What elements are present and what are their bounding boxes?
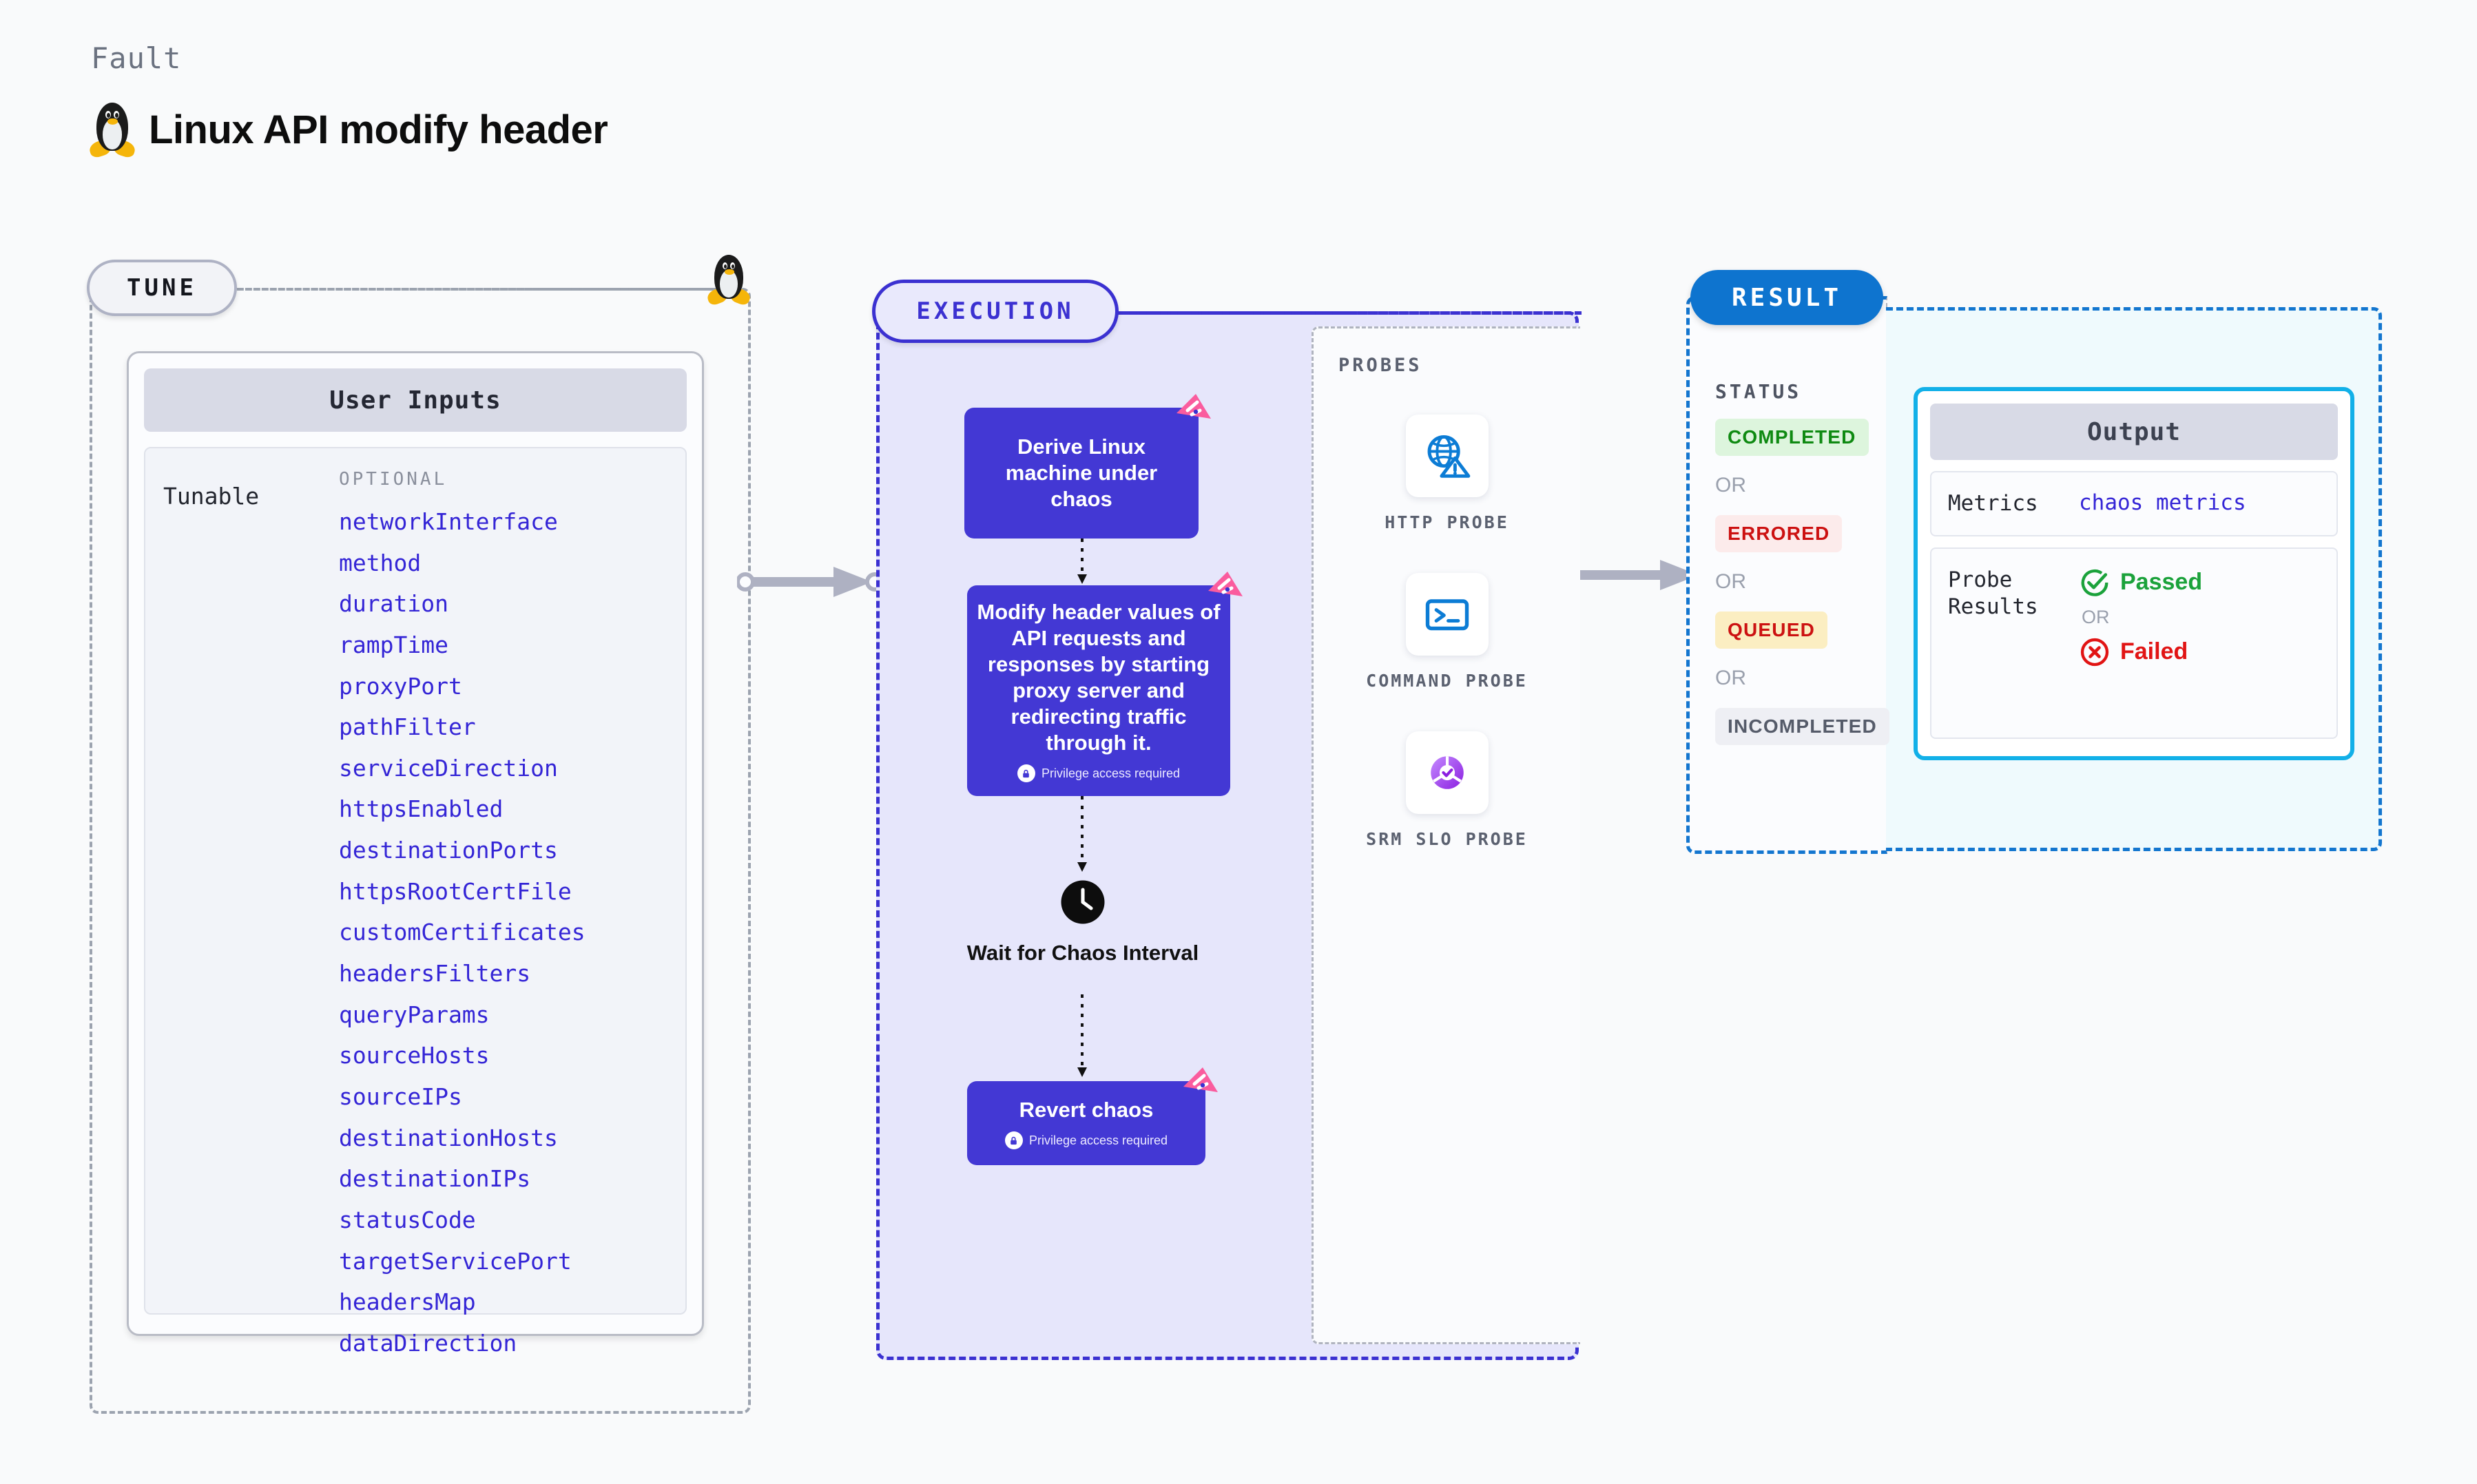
flow-node-revert-chaos[interactable]: Revert chaos Privilege access required xyxy=(967,1067,1218,1165)
optional-label: OPTIONAL xyxy=(339,469,448,490)
metrics-key: Metrics xyxy=(1948,491,2038,516)
arrow-modify-to-wait xyxy=(1077,796,1087,872)
param-networkInterface[interactable]: networkInterface xyxy=(339,508,558,535)
node-modify-text: Modify header values of API requests and… xyxy=(977,599,1221,755)
tunable-body: Tunable OPTIONAL networkInterface method… xyxy=(144,447,687,1355)
arrow-derive-to-modify xyxy=(1077,539,1087,584)
tunable-label: Tunable xyxy=(163,483,260,510)
arrow-wait-to-revert xyxy=(1077,994,1087,1077)
x-circle-icon xyxy=(2080,638,2109,666)
privilege-badge-modify-label: Privilege access required xyxy=(1041,766,1181,780)
title-row: Linux API modify header xyxy=(87,103,608,160)
param-targetServicePort[interactable]: targetServicePort xyxy=(339,1247,572,1275)
privilege-badge-revert-label: Privilege access required xyxy=(1028,1133,1168,1147)
status-or-2: OR xyxy=(1715,570,1746,593)
probe-result-failed: Failed xyxy=(2079,636,2320,668)
result-section: RESULT STATUS COMPLETED OR ERRORED OR QU… xyxy=(1686,270,2382,854)
param-destinationPorts[interactable]: destinationPorts xyxy=(339,837,558,864)
user-inputs-card: User Inputs Tunable OPTIONAL networkInte… xyxy=(127,351,704,1355)
param-statusCode[interactable]: statusCode xyxy=(339,1206,476,1233)
terminal-icon xyxy=(1405,572,1489,656)
flow-node-derive-linux-machine[interactable]: Derive Linux machine under chaos xyxy=(964,394,1211,539)
status-or-1: OR xyxy=(1715,474,1746,497)
clock-icon xyxy=(1061,880,1105,924)
probe-http[interactable]: HTTP PROBE xyxy=(1314,415,1580,534)
passed-label: Passed xyxy=(2120,569,2203,596)
check-circle-icon xyxy=(2081,569,2108,596)
param-sourceIPs[interactable]: sourceIPs xyxy=(339,1083,462,1110)
status-or-3: OR xyxy=(1715,667,1746,689)
status-badge-completed: COMPLETED xyxy=(1715,419,1869,456)
execution-section: EXECUTION PROBES HTTP PROBE xyxy=(872,280,1582,1360)
flow-node-wait-for-chaos-interval[interactable]: Wait for Chaos Interval xyxy=(962,877,1204,965)
status-badge-queued: QUEUED xyxy=(1715,612,1827,649)
litmus-corner-icon xyxy=(1208,572,1243,596)
wait-node-label: Wait for Chaos Interval xyxy=(966,941,1199,965)
output-title: Output xyxy=(1930,404,2338,460)
srm-slo-donut-icon xyxy=(1405,731,1489,814)
param-rampTime[interactable]: rampTime xyxy=(339,631,448,658)
probes-box: PROBES HTTP PROBE xyxy=(1312,326,1580,1344)
probe-srm-slo-label: SRM SLO PROBE xyxy=(1366,828,1528,849)
linux-penguin-icon xyxy=(87,103,137,160)
param-dataDirection[interactable]: dataDirection xyxy=(339,1329,517,1357)
probes-title: PROBES xyxy=(1338,355,1422,376)
lock-icon xyxy=(1004,1131,1023,1150)
node-derive-text: Derive Linux machine under chaos xyxy=(1005,434,1158,512)
execution-badge[interactable]: EXECUTION xyxy=(872,280,1119,343)
param-sourceHosts[interactable]: sourceHosts xyxy=(339,1042,490,1069)
output-row-probe-results: Probe Results Passed OR Failed xyxy=(1930,547,2338,739)
probe-result-or: OR xyxy=(2082,606,2110,627)
litmus-corner-icon xyxy=(1183,1067,1218,1092)
param-queryParams[interactable]: queryParams xyxy=(339,1001,490,1028)
probe-srm-slo[interactable]: SRM SLO PROBE xyxy=(1314,731,1580,851)
node-revert-text: Revert chaos xyxy=(1019,1097,1154,1122)
user-inputs-title: User Inputs xyxy=(144,368,687,432)
param-method[interactable]: method xyxy=(339,549,422,576)
globe-warning-icon xyxy=(1405,415,1489,497)
tune-section: TUNE User Inputs Tunable OPTIONAL networ… xyxy=(87,260,751,1414)
param-proxyPort[interactable]: proxyPort xyxy=(339,672,462,700)
flow-node-modify-header-values[interactable]: Modify header values of API requests and… xyxy=(967,572,1243,796)
param-customCertificates[interactable]: customCertificates xyxy=(339,919,585,946)
probe-http-label: HTTP PROBE xyxy=(1385,512,1509,532)
fault-kicker: Fault xyxy=(91,41,182,75)
output-row-metrics: Metrics chaos metrics xyxy=(1930,471,2338,536)
param-destinationIPs[interactable]: destinationIPs xyxy=(339,1165,531,1193)
param-headersFilters[interactable]: headersFilters xyxy=(339,960,531,987)
page-title: Linux API modify header xyxy=(149,107,608,152)
tune-connector-dash xyxy=(237,288,719,291)
param-headersMap[interactable]: headersMap xyxy=(339,1288,476,1316)
tunable-param-list: OPTIONAL networkInterface method duratio… xyxy=(339,469,667,1355)
probe-result-passed: Passed xyxy=(2079,567,2320,598)
status-title: STATUS xyxy=(1715,380,1802,403)
result-badge[interactable]: RESULT xyxy=(1690,270,1883,325)
linux-penguin-marker-icon xyxy=(705,255,752,307)
status-badge-incompleted: INCOMPLETED xyxy=(1715,708,1889,745)
param-serviceDirection[interactable]: serviceDirection xyxy=(339,754,558,782)
param-pathFilter[interactable]: pathFilter xyxy=(339,713,476,741)
param-httpsRootCertFile[interactable]: httpsRootCertFile xyxy=(339,877,572,905)
failed-label: Failed xyxy=(2120,638,2188,665)
lock-icon xyxy=(1017,764,1035,783)
metrics-value[interactable]: chaos metrics xyxy=(2079,490,2246,515)
litmus-corner-icon xyxy=(1177,394,1211,419)
execution-connector-dash xyxy=(1119,311,1582,315)
param-duration[interactable]: duration xyxy=(339,590,448,618)
probe-command[interactable]: COMMAND PROBE xyxy=(1314,572,1580,693)
probe-command-label: COMMAND PROBE xyxy=(1366,670,1528,691)
connector-tune-to-execution xyxy=(737,567,884,597)
param-httpsEnabled[interactable]: httpsEnabled xyxy=(339,795,504,823)
page-header: Fault Linux API modify header xyxy=(87,41,608,160)
param-destinationHosts[interactable]: destinationHosts xyxy=(339,1124,558,1151)
tune-badge[interactable]: TUNE xyxy=(87,260,237,316)
privilege-badge-modify: Privilege access required xyxy=(1017,764,1181,783)
output-card: Output Metrics chaos metrics Probe Resul… xyxy=(1914,387,2354,760)
privilege-badge-revert: Privilege access required xyxy=(1004,1131,1168,1150)
status-badge-errored: ERRORED xyxy=(1715,515,1843,552)
probe-results-key: Probe Results xyxy=(1948,567,2038,619)
